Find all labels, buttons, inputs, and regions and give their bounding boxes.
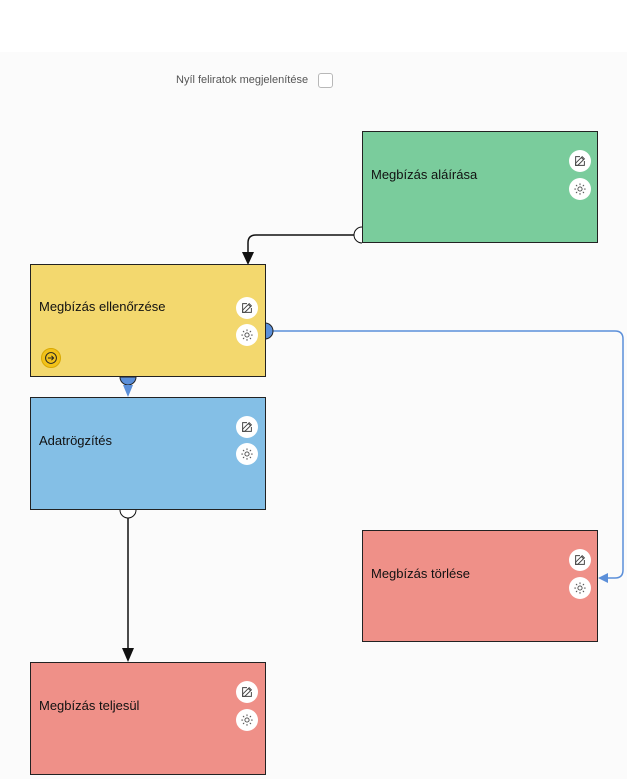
node-label: Megbízás ellenőrzése [39,299,166,314]
edge-ellenorzes-torlese[interactable] [272,330,624,579]
gear-icon[interactable] [569,178,591,200]
edit-icon[interactable] [569,549,591,571]
edge-ellenorzes-adatrogzites-source-port[interactable] [119,376,137,386]
node-label: Megbízás törlése [371,566,470,581]
gear-icon[interactable] [236,709,258,731]
edge-adatrogzites-teljesul-source-port[interactable] [119,509,137,519]
node-megbizas-teljesul[interactable]: Megbízás teljesül [30,662,266,775]
node-megbizas-torlese[interactable]: Megbízás törlése [362,530,598,642]
start-arrow-icon[interactable] [41,348,61,368]
arrow-labels-toggle-label: Nyíl feliratok megjelenítése [176,74,309,86]
arrow-labels-checkbox[interactable] [318,72,334,88]
gear-icon[interactable] [569,577,591,599]
arrow-labels-toggle: Nyíl feliratok megjelenítése [176,71,334,89]
edit-icon[interactable] [236,297,258,319]
edge-alairas-ellenorzes-source-port[interactable] [353,226,363,244]
edge-ellenorzes-torlese-arrowhead [598,573,608,583]
edge-alairas-ellenorzes-arrowhead [242,252,254,265]
edge-ellenorzes-torlese-source-port[interactable] [264,322,274,340]
header-spacer [0,0,627,52]
node-label: Megbízás teljesül [39,698,140,713]
node-label: Megbízás aláírása [371,167,478,182]
edge-adatrogzites-teljesul-arrowhead [122,648,134,662]
edit-icon[interactable] [569,150,591,172]
gear-icon[interactable] [236,324,258,346]
edit-icon[interactable] [236,681,258,703]
gear-icon[interactable] [236,443,258,465]
edge-ellenorzes-adatrogzites-arrowhead [123,385,133,397]
node-megbizas-alairasa[interactable]: Megbízás aláírása [362,131,598,243]
node-megbizas-ellenorzese[interactable]: Megbízás ellenőrzése [30,264,266,377]
edge-alairas-ellenorzes[interactable] [247,234,362,253]
node-label: Adatrögzítés [39,433,112,448]
edit-icon[interactable] [236,416,258,438]
node-adatrogzites[interactable]: Adatrögzítés [30,397,266,510]
